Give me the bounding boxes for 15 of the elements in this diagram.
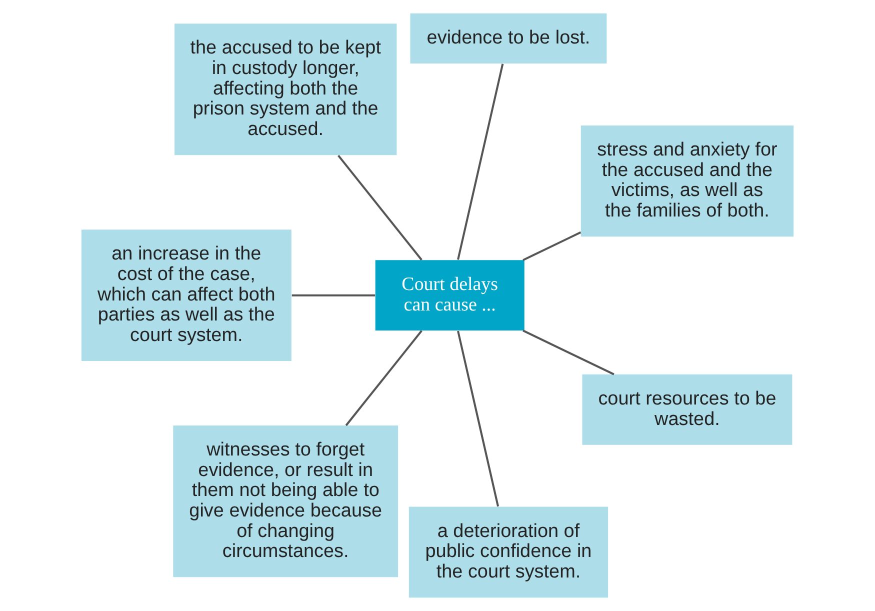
node-box: an increase in the cost of the case, which can affect both parties as well as the court system. <box>81 230 292 362</box>
node-box: a deterioration of public confidence in the court system. <box>408 506 608 598</box>
connector <box>345 330 422 426</box>
node-box: the accused to be kept in custody longer, affecting both the prison system and the accused. <box>174 24 397 156</box>
node-box: witnesses to forget evidence, or result in them not being able to give evidence because of changing circumstances. <box>173 425 398 578</box>
connector <box>522 231 582 262</box>
connector <box>338 154 422 261</box>
connector <box>292 294 376 296</box>
connector <box>457 330 500 507</box>
node-box: court resources to be wasted. <box>582 374 792 445</box>
connector <box>457 64 504 260</box>
connector <box>522 330 614 376</box>
node-box: Court delays can cause ... <box>375 260 524 331</box>
node-box: stress and anxiety for the accused and the victims, as well as the families of both. <box>580 125 794 237</box>
node-box: evidence to be lost. <box>410 13 607 64</box>
